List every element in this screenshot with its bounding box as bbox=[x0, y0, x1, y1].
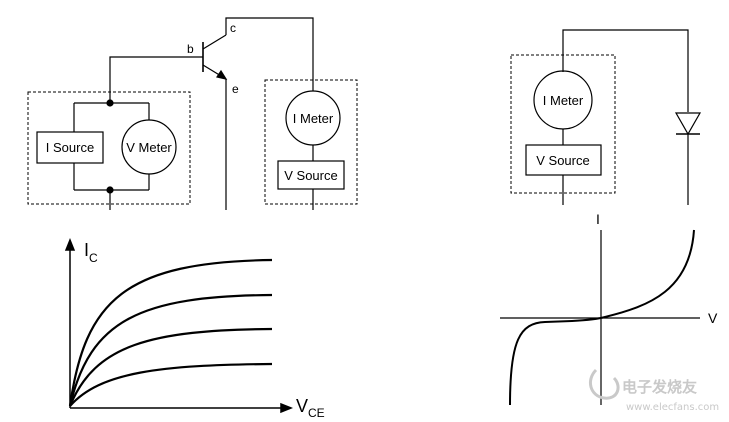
diode-icon bbox=[674, 112, 702, 136]
transistor-circuit bbox=[27, 17, 358, 210]
transistor-characteristics-plot bbox=[64, 237, 294, 414]
diode-voltage-source-label: V Source bbox=[536, 153, 589, 168]
vce-axis-label: VCE bbox=[296, 396, 325, 420]
voltage-meter-circle bbox=[121, 119, 177, 175]
base-lead-wire bbox=[109, 56, 203, 103]
base-bias-dashed-enclosure bbox=[27, 91, 191, 205]
npn-transistor-icon bbox=[202, 34, 228, 80]
collector-wire bbox=[225, 17, 314, 91]
watermark: 电子发烧友 www.elecfans.com bbox=[588, 368, 719, 413]
collector-voltage-source-label: V Source bbox=[284, 168, 337, 183]
diode-iv-plot bbox=[500, 229, 700, 406]
ic-axis-label: IC bbox=[84, 240, 98, 265]
base-node-top bbox=[106, 99, 114, 107]
ic-curve-3 bbox=[68, 327, 273, 407]
ic-curve-4 bbox=[69, 362, 273, 407]
diode-circuit bbox=[510, 29, 702, 205]
source-meter-wiring bbox=[73, 102, 150, 210]
voltage-axis-label: V bbox=[708, 310, 718, 326]
collector-bias-dashed-enclosure bbox=[264, 79, 358, 205]
ic-curve-2 bbox=[68, 293, 273, 407]
vce-axis-arrowhead bbox=[280, 402, 294, 414]
diode-iv-curve bbox=[509, 229, 695, 406]
voltage-meter-label: V Meter bbox=[126, 140, 172, 155]
watermark-text: 电子发烧友 bbox=[622, 378, 697, 396]
diode-current-meter-label: I Meter bbox=[543, 93, 584, 108]
base-node-bottom bbox=[106, 186, 114, 194]
current-source-box bbox=[36, 131, 104, 164]
diode-loop-wire bbox=[562, 29, 689, 112]
current-axis-label: I bbox=[596, 211, 600, 227]
collector-pin-label: c bbox=[230, 21, 236, 35]
collector-voltage-source-box bbox=[277, 160, 345, 190]
ic-axis-arrowhead bbox=[64, 237, 76, 251]
watermark-logo-icon bbox=[588, 368, 620, 400]
emitter-pin-label: e bbox=[232, 82, 239, 96]
base-pin-label: b bbox=[187, 42, 194, 56]
ic-curve-1 bbox=[68, 258, 273, 407]
current-source-label: I Source bbox=[46, 140, 94, 155]
watermark-url: www.elecfans.com bbox=[626, 402, 719, 413]
collector-current-meter-label: I Meter bbox=[293, 111, 334, 126]
